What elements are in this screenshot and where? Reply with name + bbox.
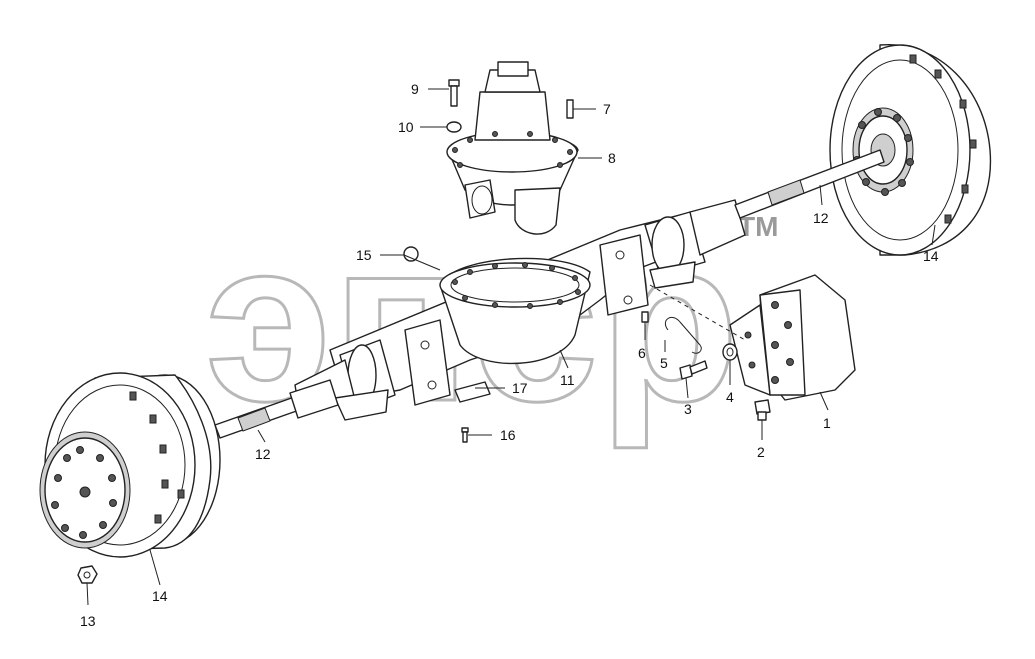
- carrier-bolt: [448, 79, 460, 107]
- differential-carrier: [446, 61, 579, 235]
- pump-clip: [664, 317, 702, 354]
- left-axle-shaft: [214, 379, 339, 439]
- callout-11: 11: [560, 372, 575, 388]
- right-axle-shaft: [734, 149, 885, 219]
- right-hub-assembly: [829, 44, 992, 256]
- callout-15: 15: [356, 247, 372, 263]
- callout-9: 9: [411, 81, 419, 97]
- dowel-pin: [566, 99, 574, 119]
- callout-16: 16: [500, 427, 516, 443]
- wheel-nut: [77, 565, 98, 584]
- name-plate: [454, 381, 491, 403]
- callout-14-right: 14: [923, 248, 939, 264]
- leader-lines: [86, 88, 936, 606]
- callout-12-right: 12: [813, 210, 829, 226]
- callout-6: 6: [638, 345, 646, 361]
- callout-5: 5: [660, 355, 668, 371]
- carrier-washer: [446, 121, 462, 133]
- breather-plug: [403, 246, 419, 262]
- callout-1: 1: [823, 415, 831, 431]
- bracket-bolt: [461, 427, 469, 443]
- callout-8: 8: [608, 150, 616, 166]
- pump-pin: [641, 311, 649, 323]
- pump-fitting: [754, 399, 771, 421]
- callouts: 1 2 3 4 5 6 7 8 9 10 11 12 12 13 14 14 1…: [80, 81, 939, 629]
- callout-13: 13: [80, 613, 96, 629]
- callout-17: 17: [512, 380, 528, 396]
- callout-10: 10: [398, 119, 414, 135]
- left-hub-assembly: [39, 372, 221, 558]
- hydraulic-pump: [729, 274, 856, 401]
- assembly-line: [649, 284, 746, 341]
- callout-4: 4: [726, 389, 734, 405]
- callout-7: 7: [603, 101, 611, 117]
- axle-housing: [294, 199, 746, 421]
- callout-3: 3: [684, 401, 692, 417]
- pump-bolt: [679, 360, 708, 380]
- callout-2: 2: [757, 444, 765, 460]
- pump-washer: [722, 343, 738, 361]
- callout-14-left: 14: [152, 588, 168, 604]
- callout-12-left: 12: [255, 446, 271, 462]
